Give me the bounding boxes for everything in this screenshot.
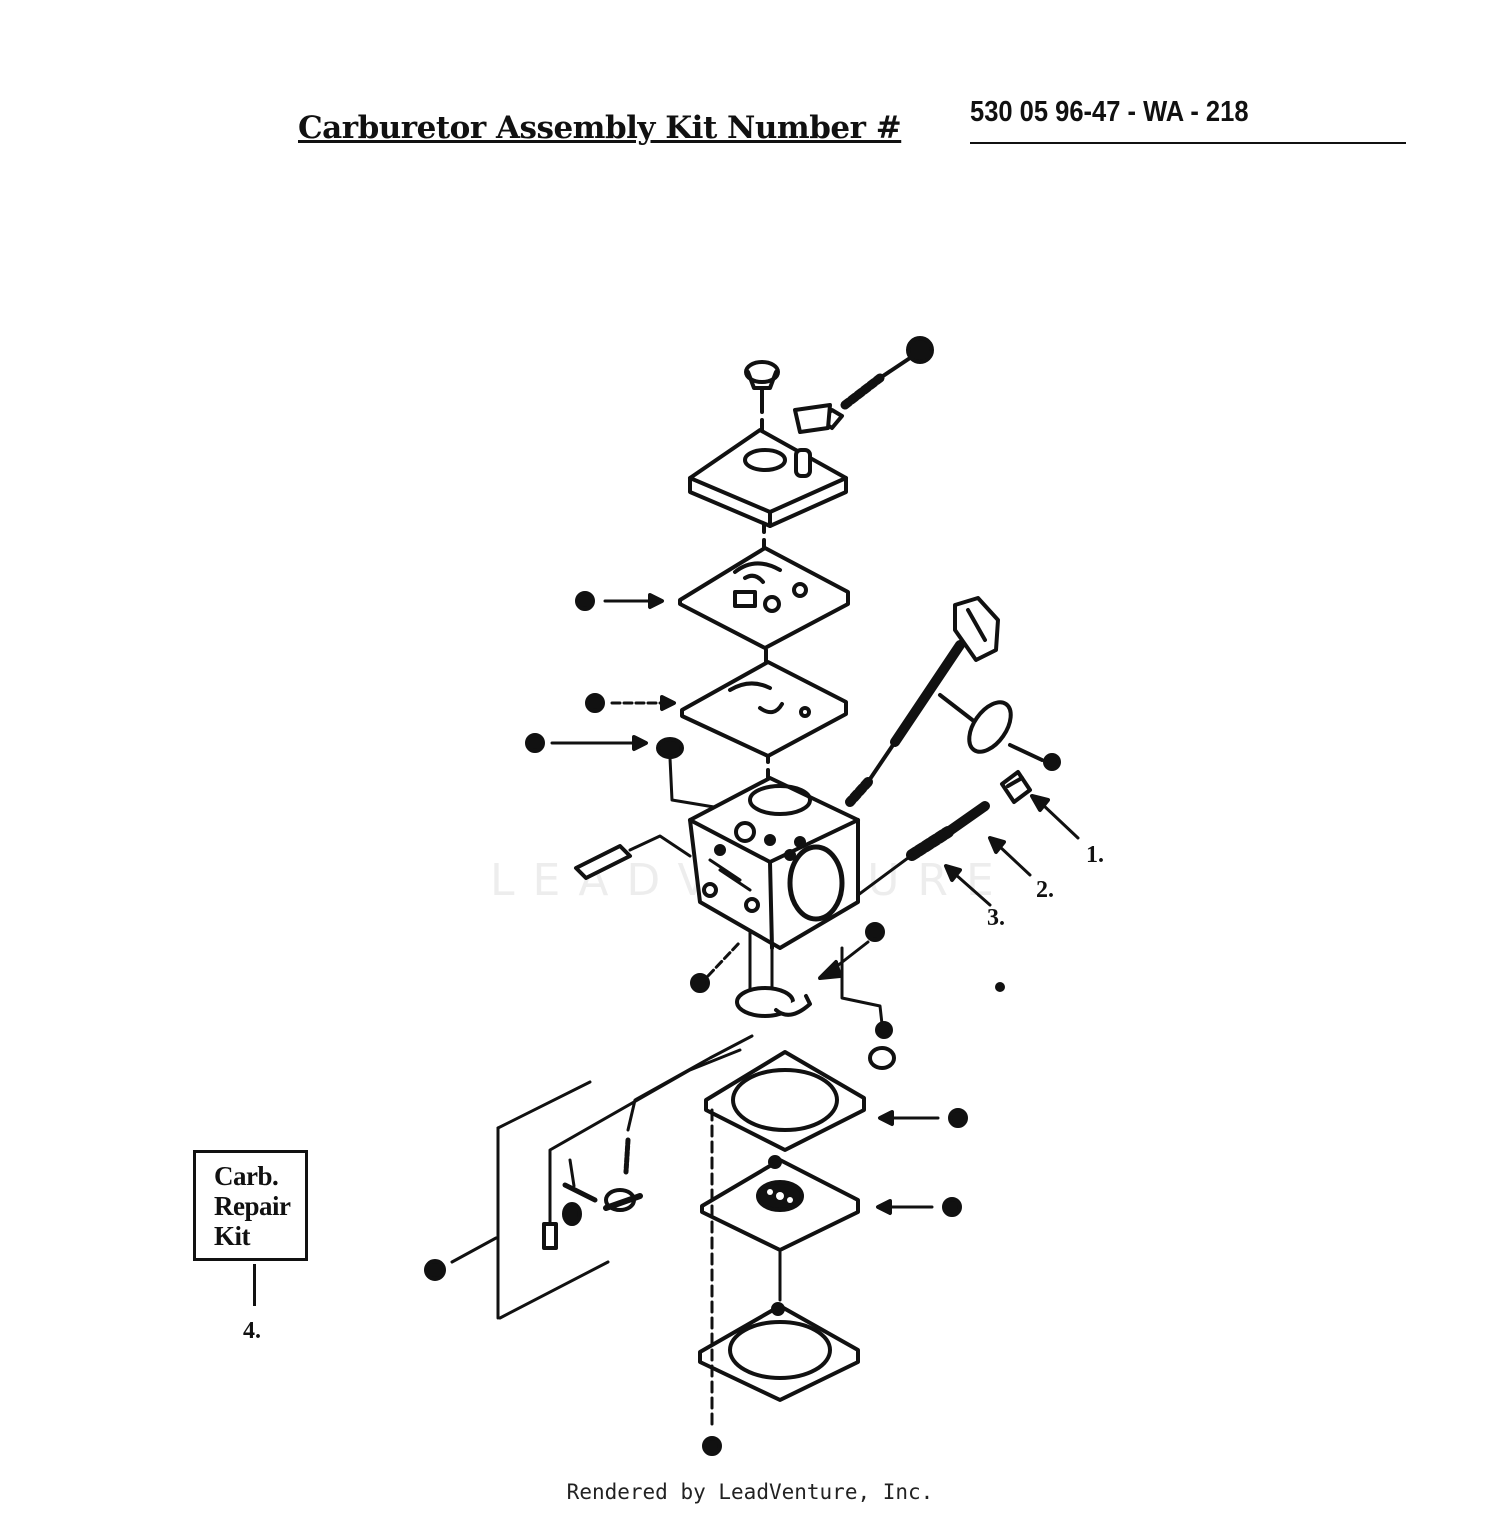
clip-part-1 — [1000, 770, 1032, 804]
pump-gasket-part — [678, 546, 850, 650]
kit-bracket-outline — [496, 1080, 610, 1320]
top-screw-part — [744, 360, 780, 412]
diaphragm-pointer — [585, 693, 676, 713]
linkage-lines — [548, 1034, 754, 1230]
footer-credit: Rendered by LeadVenture, Inc. — [566, 1480, 934, 1504]
metering-diaphragm-part — [700, 1155, 860, 1252]
pump-cover-part — [688, 428, 848, 528]
bottom-screw-part — [702, 1108, 782, 1456]
inlet-seal-pointer — [525, 733, 648, 753]
kit-label-line-3: Kit — [214, 1221, 251, 1251]
carb-repair-kit-box: Carb. Repair Kit — [193, 1150, 308, 1261]
stray-dot — [995, 982, 1005, 992]
metering-gasket-part — [704, 1050, 866, 1152]
callout-arrow-3 — [944, 864, 992, 907]
metering-gasket-pointer — [878, 1108, 968, 1128]
callout-label-2: 2. — [1036, 877, 1054, 903]
body-lower-right-pointer — [818, 922, 885, 980]
pin-part — [542, 1222, 558, 1250]
metering-cover-part — [698, 1302, 860, 1402]
inlet-seal-part — [656, 737, 722, 810]
top-adjust-screw-part — [793, 336, 934, 434]
callout-label-1: 1. — [1086, 842, 1104, 868]
needle-part-2 — [943, 801, 990, 837]
callout-arrow-1 — [1030, 794, 1080, 840]
diagram-title: Carburetor Assembly Kit Number # — [298, 110, 902, 146]
diagram-header: Carburetor Assembly Kit Number # 530 05 … — [298, 92, 1408, 146]
needle-valve-part — [603, 1137, 643, 1212]
carburetor-body-part — [688, 776, 860, 950]
choke-shaft-part — [845, 596, 1061, 807]
throttle-pin-part — [574, 834, 692, 880]
body-lower-left-pointer — [690, 940, 742, 993]
title-underline — [970, 142, 1406, 144]
gasket-1-pointer — [575, 591, 664, 611]
kit-number: 530 05 96-47 - WA - 218 — [970, 96, 1249, 128]
assembly-axis-line — [760, 398, 770, 802]
kit-label-line-2: Repair — [214, 1191, 291, 1221]
fuel-pump-cup-part — [735, 930, 812, 1018]
spring-part-3 — [856, 826, 954, 897]
callout-arrow-2 — [988, 836, 1032, 877]
kit-label-line-1: Carb. — [214, 1161, 279, 1191]
kit-leader-line — [253, 1264, 256, 1306]
metering-diaphragm-pointer — [876, 1197, 962, 1217]
pump-diaphragm-part — [680, 660, 848, 758]
callout-label-3: 3. — [987, 905, 1005, 931]
lever-part — [562, 1158, 598, 1226]
kit-bracket-pointer — [424, 1236, 498, 1281]
welch-plug-part — [840, 946, 896, 1070]
callout-label-4: 4. — [243, 1318, 261, 1344]
